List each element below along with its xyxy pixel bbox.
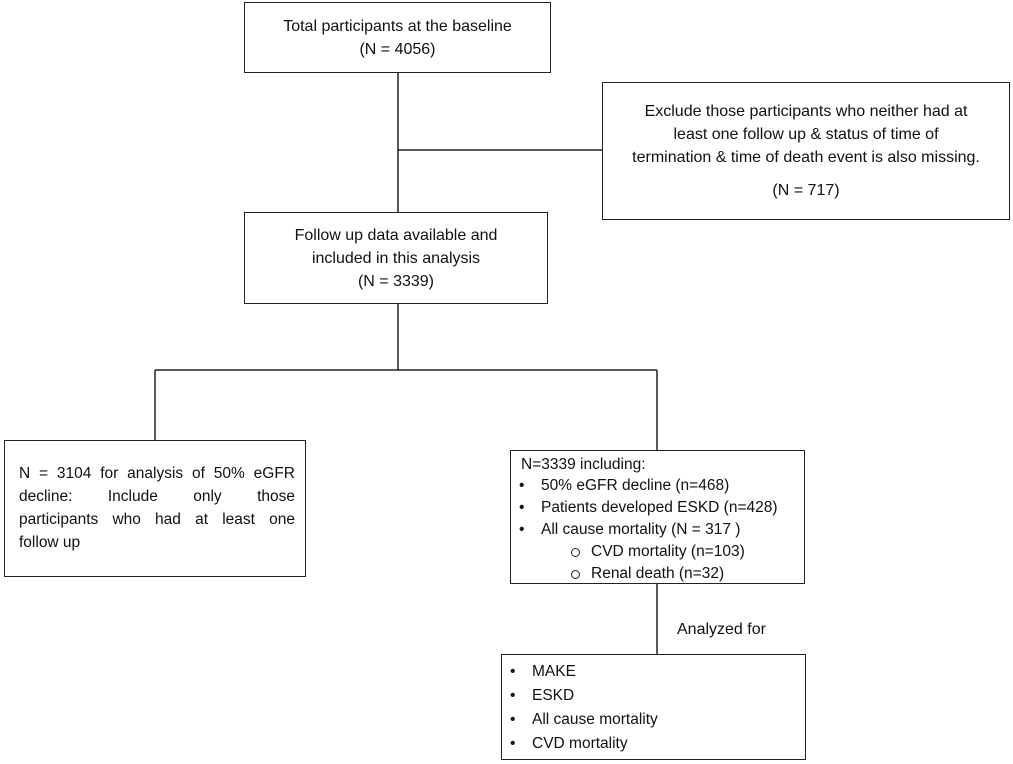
including-header: N=3339 including: (521, 456, 646, 473)
baseline-count: (N = 4056) (359, 40, 436, 58)
egfr-line2: decline: Include only those (19, 488, 295, 505)
list-item: CVD mortality (n=103) (511, 541, 804, 563)
exclusion-box: Exclude those participants who neither h… (602, 82, 1010, 220)
list-item: MAKE (502, 660, 805, 684)
analyzed-for-label: Analyzed for (677, 621, 766, 638)
egfr-line4: follow up (19, 534, 81, 551)
exclusion-line2: least one follow up & status of time of (673, 126, 939, 143)
list-item: All cause mortality (502, 708, 805, 732)
exclusion-line1: Exclude those participants who neither h… (644, 103, 968, 120)
including-box: N=3339 including: 50% eGFR decline (n=46… (510, 450, 805, 584)
list-item: ESKD (502, 684, 805, 708)
egfr-line1: N = 3104 for analysis of 50% eGFR (19, 465, 295, 482)
list-item: Patients developed ESKD (n=428) (511, 497, 804, 519)
followup-box: Follow up data available and included in… (244, 212, 548, 304)
list-item: Renal death (n=32) (511, 563, 804, 585)
list-item: CVD mortality (502, 732, 805, 756)
analyzed-box: MAKE ESKD All cause mortality CVD mortal… (501, 654, 806, 760)
analyzed-list: MAKE ESKD All cause mortality CVD mortal… (502, 660, 805, 756)
exclusion-count: (N = 717) (772, 182, 840, 199)
exclusion-line3: termination & time of death event is als… (632, 149, 980, 166)
followup-line2: included in this analysis (311, 249, 481, 267)
egfr-analysis-box: N = 3104 for analysis of 50% eGFR declin… (4, 440, 306, 577)
baseline-line1: Total participants at the baseline (283, 17, 512, 35)
list-item: All cause mortality (N = 317 ) (511, 519, 804, 541)
egfr-line3: participants who had at least one (19, 511, 295, 528)
followup-line1: Follow up data available and (294, 226, 498, 244)
followup-count: (N = 3339) (357, 272, 435, 290)
including-sublist: CVD mortality (n=103) Renal death (n=32) (511, 541, 804, 585)
list-item: 50% eGFR decline (n=468) (511, 475, 804, 497)
including-list: 50% eGFR decline (n=468) Patients develo… (511, 475, 804, 541)
baseline-box: Total participants at the baseline (N = … (244, 2, 551, 73)
